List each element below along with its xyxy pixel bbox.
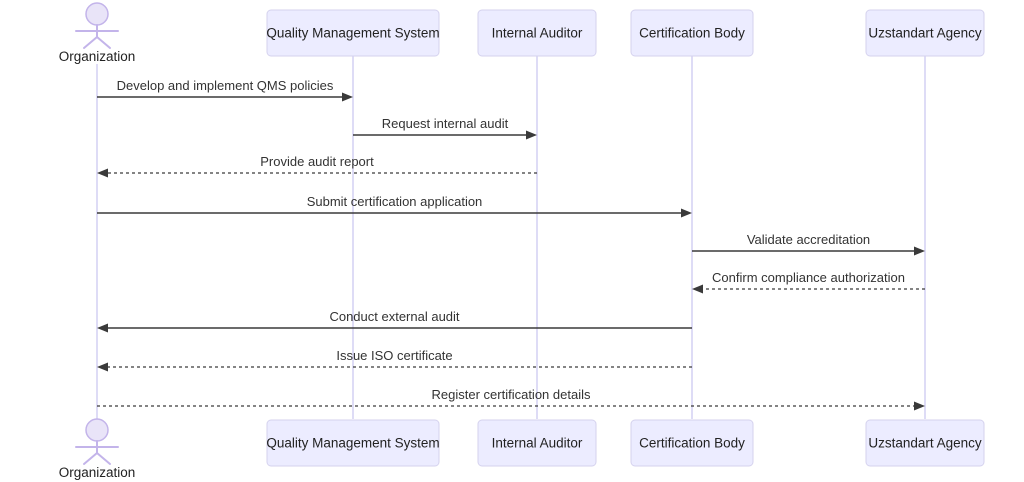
arrowhead-icon: [526, 130, 537, 140]
actor-leg-right: [96, 36, 111, 49]
actor-label-top: Organization: [59, 49, 136, 64]
participant-rect: [477, 9, 597, 57]
message-label: Register certification details: [432, 387, 591, 402]
message-label: Develop and implement QMS policies: [117, 78, 334, 93]
message-7: Conduct external audit: [97, 309, 692, 333]
message-2: Request internal audit: [353, 116, 537, 140]
participant-box-bottom-ua: Uzstandart Agency: [865, 419, 985, 467]
participant-rect: [865, 9, 985, 57]
participant-box-bottom-ia: Internal Auditor: [477, 419, 597, 467]
message-8: Issue ISO certificate: [97, 348, 692, 372]
participant-rect: [630, 9, 754, 57]
arrowhead-icon: [692, 284, 703, 294]
participant-label: Quality Management System: [266, 436, 439, 451]
arrowhead-icon: [681, 208, 692, 218]
actor-figure-bottom-org: [75, 418, 119, 465]
message-label: Conduct external audit: [329, 309, 459, 324]
participant-label: Uzstandart Agency: [868, 26, 982, 41]
participant-label: Certification Body: [639, 436, 745, 451]
participant-label: Internal Auditor: [492, 436, 583, 451]
message-9: Register certification details: [97, 387, 925, 411]
message-label: Validate accreditation: [747, 232, 870, 247]
arrowhead-icon: [97, 362, 108, 372]
message-label: Issue ISO certificate: [336, 348, 452, 363]
participant-box-bottom-qms: Quality Management System: [266, 419, 440, 467]
arrowhead-icon: [97, 323, 108, 333]
participant-box-top-ua: Uzstandart Agency: [865, 9, 985, 57]
actor-leg-left: [83, 452, 98, 465]
participant-rect: [865, 419, 985, 467]
participant-box-bottom-cb: Certification Body: [630, 419, 754, 467]
message-3: Provide audit report: [97, 154, 537, 178]
message-4: Submit certification application: [97, 194, 692, 218]
message-label: Submit certification application: [307, 194, 483, 209]
arrowhead-icon: [342, 92, 353, 102]
participant-rect: [266, 419, 440, 467]
message-label: Provide audit report: [260, 154, 374, 169]
arrowhead-icon: [97, 168, 108, 178]
actor-head: [85, 418, 109, 442]
arrowhead-icon: [914, 246, 925, 256]
participant-label: Internal Auditor: [492, 26, 583, 41]
participant-box-top-qms: Quality Management System: [266, 9, 440, 57]
actor-leg-left: [83, 36, 98, 49]
participant-rect: [266, 9, 440, 57]
participant-label: Certification Body: [639, 26, 745, 41]
actor-figure-top-org: [75, 2, 119, 49]
participant-label: Uzstandart Agency: [868, 436, 982, 451]
message-6: Confirm compliance authorization: [692, 270, 925, 294]
message-5: Validate accreditation: [692, 232, 925, 256]
actor-head: [85, 2, 109, 26]
participant-label: Quality Management System: [266, 26, 439, 41]
actor-leg-right: [96, 452, 111, 465]
message-1: Develop and implement QMS policies: [97, 78, 353, 102]
message-label: Confirm compliance authorization: [712, 270, 905, 285]
participant-rect: [477, 419, 597, 467]
participant-rect: [630, 419, 754, 467]
participant-box-top-cb: Certification Body: [630, 9, 754, 57]
message-label: Request internal audit: [382, 116, 509, 131]
participant-box-top-ia: Internal Auditor: [477, 9, 597, 57]
actor-label-bottom: Organization: [59, 465, 136, 480]
arrowhead-icon: [914, 401, 925, 411]
